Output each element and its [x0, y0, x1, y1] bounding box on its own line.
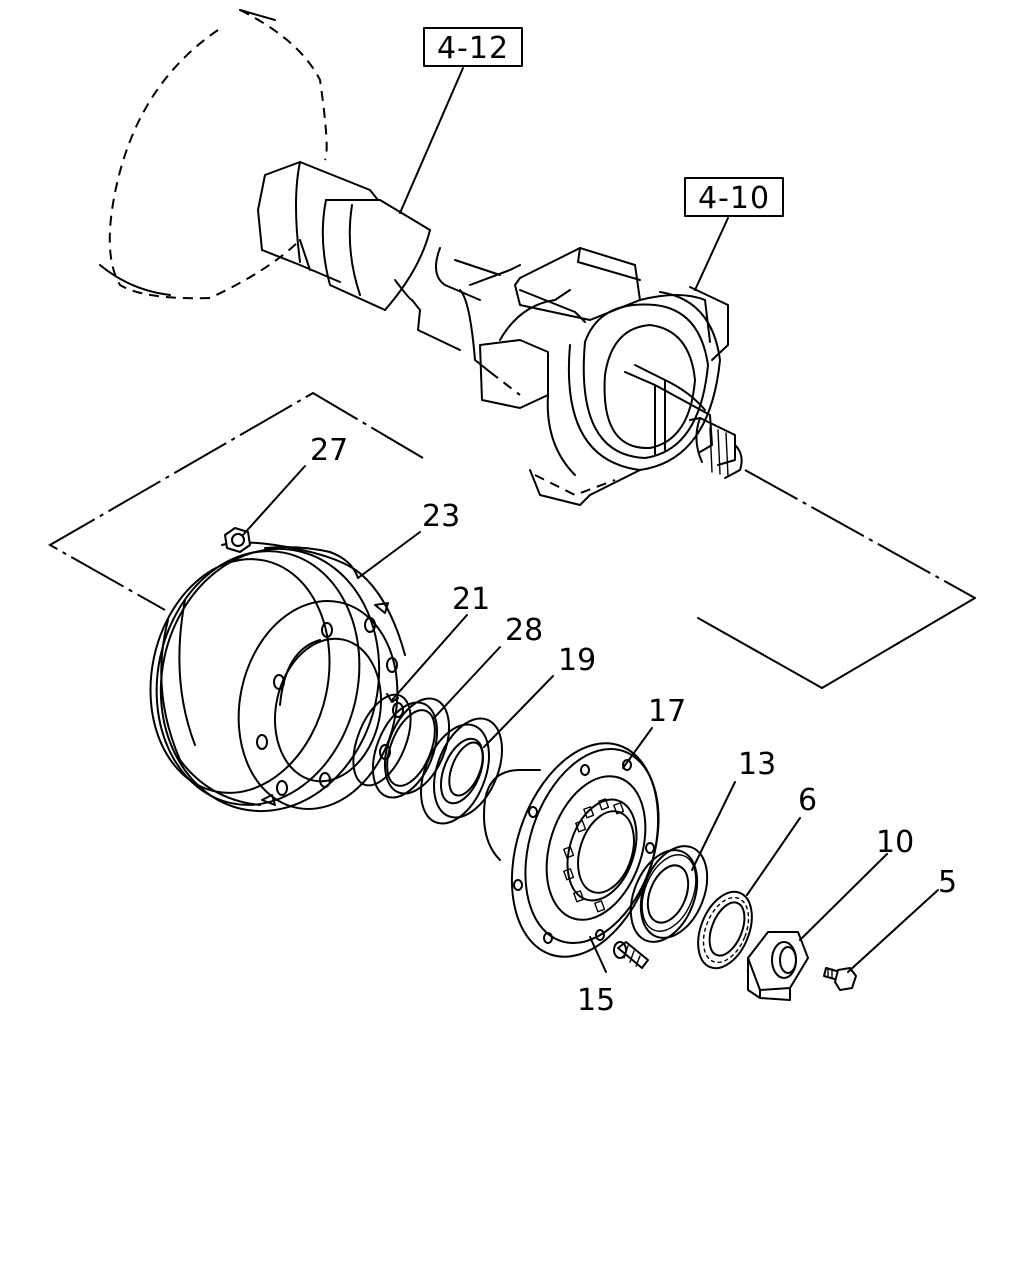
callout-5: 5 — [938, 865, 957, 900]
callout-17: 17 — [648, 694, 686, 729]
hub-flange-holes — [513, 759, 655, 944]
reference-label-4-10: 4-10 — [698, 181, 770, 216]
callout-19: 19 — [558, 643, 596, 678]
leader-lines — [242, 67, 939, 973]
callout-21: 21 — [452, 582, 490, 617]
callout-numbers: 27 23 21 28 19 17 13 6 10 5 15 — [310, 433, 957, 1018]
seal-part-28 — [371, 697, 451, 799]
callout-13: 13 — [738, 747, 776, 782]
bolt-part-5 — [823, 967, 857, 991]
hub-teeth — [563, 798, 625, 913]
wheel-stud-part-15 — [613, 941, 649, 969]
axle-shaft — [257, 161, 501, 351]
callout-23: 23 — [422, 499, 460, 534]
reference-label-4-12: 4-12 — [437, 31, 509, 66]
reference-box-4-12[interactable]: 4-12 — [423, 27, 523, 67]
bearing-part-13 — [629, 845, 709, 943]
axle-housing-ghost — [99, 9, 328, 300]
wheel-hub-part-17 — [483, 742, 660, 958]
callout-27: 27 — [310, 433, 348, 468]
reference-box-4-10[interactable]: 4-10 — [684, 177, 784, 217]
callout-28: 28 — [505, 613, 543, 648]
lock-washer-part-6 — [697, 890, 753, 970]
centerline-frame — [47, 391, 976, 689]
bearing-part-19 — [420, 717, 503, 825]
lock-nut-part-10 — [747, 931, 809, 1001]
snap-ring-part-21 — [352, 693, 412, 787]
callout-10: 10 — [876, 825, 914, 860]
callout-15: 15 — [577, 983, 615, 1018]
final-drive-housing — [459, 247, 743, 506]
brake-drum — [149, 541, 406, 813]
callout-6: 6 — [798, 783, 817, 818]
